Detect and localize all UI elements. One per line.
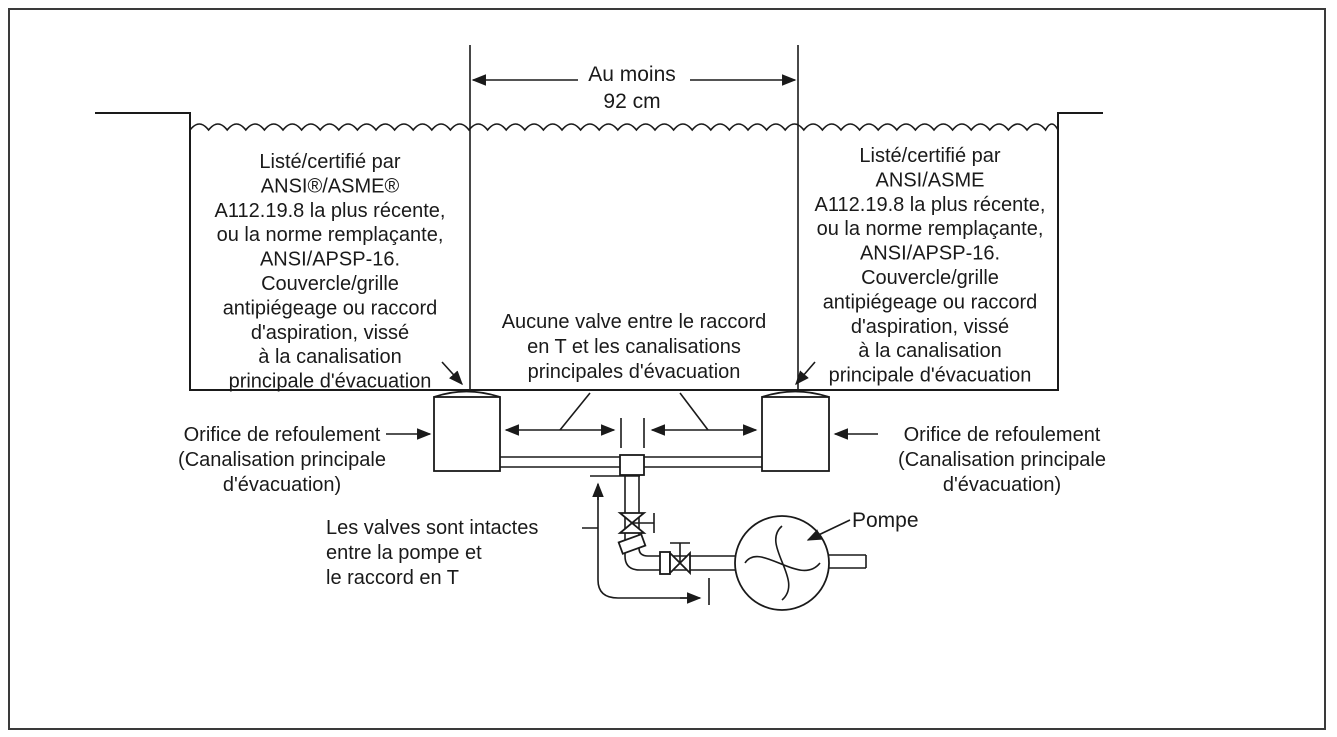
left-certification-line: d'aspiration, vissé — [251, 322, 409, 344]
water-surface — [189, 123, 1059, 132]
right-drain-cover — [761, 390, 830, 398]
valves-bracket — [582, 485, 599, 529]
left-certification-line: ou la norme remplaçante, — [217, 224, 444, 246]
left-drain-box — [433, 396, 501, 472]
right-certification-line: ANSI/APSP-16. — [860, 243, 1000, 265]
left-drain-cover — [433, 390, 501, 398]
tee-fitting — [619, 454, 645, 476]
left-outlet-line: Orifice de refoulement — [184, 424, 381, 446]
elbow-pipe-outer — [624, 540, 662, 571]
right-outlet-line: (Canalisation principale — [898, 449, 1106, 471]
pump-impeller-icon — [744, 525, 821, 601]
left-certification-line: principale d'évacuation — [229, 371, 432, 393]
center-no-valve-label: Aucune valve entre le raccord en T et les… — [502, 311, 767, 383]
right-certification-line: antipiégeage ou raccord — [823, 291, 1038, 313]
valves-line: Les valves sont intactes — [326, 517, 538, 539]
dimension-label-line2: 92 cm — [603, 90, 660, 113]
left-certification-line: ANSI®/ASME® — [261, 175, 400, 197]
left-certification-line: Listé/certifié par — [259, 151, 401, 173]
right-certification-line: d'aspiration, vissé — [851, 316, 1009, 338]
center-leader-right — [679, 392, 709, 431]
dimension-label-line1: Au moins — [588, 63, 676, 86]
left-outlet-line: d'évacuation) — [223, 474, 341, 496]
right-outlet-line: Orifice de refoulement — [904, 424, 1101, 446]
right-certification-line: ANSI/ASME — [876, 169, 985, 191]
left-outlet-label: Orifice de refoulement (Canalisation prin… — [178, 424, 386, 496]
valves-bracket-lower — [597, 528, 698, 599]
valves-line: le raccord en T — [326, 567, 459, 589]
pump-pipe-coupling — [659, 551, 671, 575]
right-certification-line: à la canalisation — [858, 340, 1001, 362]
center-no-valve-line: Aucune valve entre le raccord — [502, 311, 767, 333]
left-certification-line: à la canalisation — [258, 346, 401, 368]
left-certification-line: A112.19.8 la plus récente, — [215, 200, 446, 222]
right-cover-arrow — [795, 361, 816, 386]
center-no-valve-line: en T et les canalisations — [527, 336, 741, 358]
pump-arrow — [806, 519, 851, 541]
elbow-fitting — [617, 533, 647, 555]
right-certification-line: principale d'évacuation — [829, 365, 1032, 387]
center-leader-left — [559, 392, 591, 431]
left-outlet-line: (Canalisation principale — [178, 449, 386, 471]
pool-outline — [95, 112, 1103, 391]
left-certification-line: ANSI/APSP-16. — [260, 249, 400, 271]
pump-label: Pompe — [852, 509, 919, 532]
left-cover-arrow — [441, 361, 463, 386]
right-certification-line: A112.19.8 la plus récente, — [815, 194, 1046, 216]
left-certification-line: antipiégeage ou raccord — [223, 297, 438, 319]
right-drain-box — [761, 396, 830, 472]
right-certification-line: Couvercle/grille — [861, 267, 999, 289]
right-certification-line: ou la norme remplaçante, — [817, 218, 1044, 240]
right-outlet-label: Orifice de refoulement (Canalisation prin… — [898, 424, 1106, 496]
center-no-valve-line: principales d'évacuation — [528, 361, 741, 383]
valves-label: Les valves sont intactes entre la pompe e… — [326, 517, 538, 589]
right-outlet-line: d'évacuation) — [943, 474, 1061, 496]
left-certification-line: Couvercle/grille — [261, 273, 399, 295]
valves-line: entre la pompe et — [326, 542, 482, 564]
right-certification-line: Listé/certifié par — [859, 145, 1001, 167]
